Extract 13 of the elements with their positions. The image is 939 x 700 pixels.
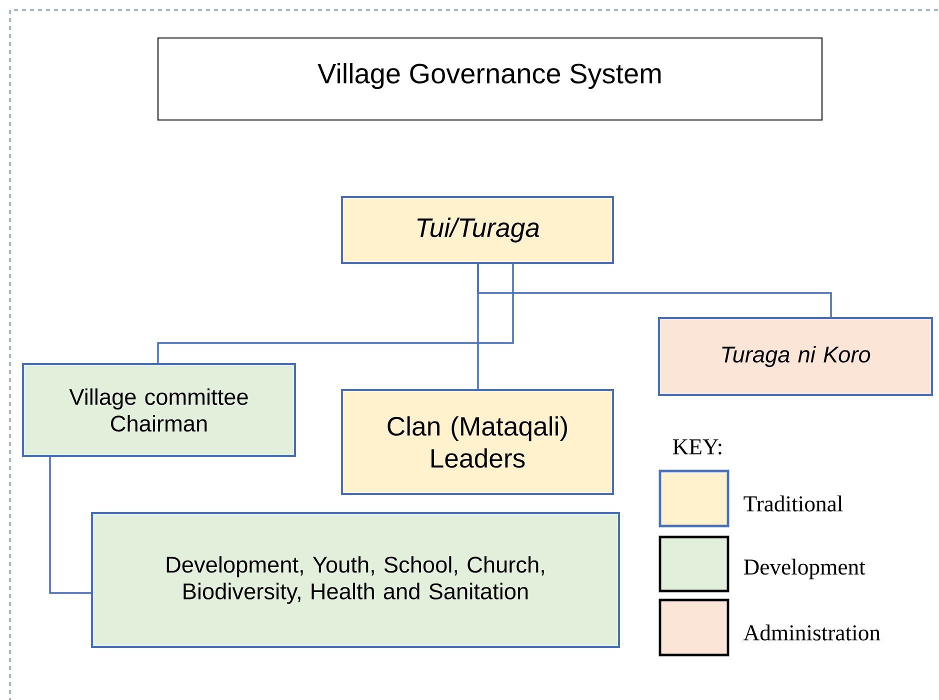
- connector-line: [477, 264, 479, 389]
- legend-label: Administration: [744, 624, 880, 640]
- box: Clan (Mataqali) Leaders: [341, 389, 614, 495]
- legend-label: Traditional: [744, 496, 843, 512]
- connector-line: [49, 457, 91, 594]
- box: Turaga ni Koro: [658, 317, 933, 396]
- legend-label: Development: [744, 558, 866, 580]
- box: Development, Youth, School, Church, Biodiversity, Health and Sanitation: [91, 512, 620, 648]
- box: Tui/Turaga: [341, 196, 614, 264]
- key-heading: KEY:: [672, 439, 722, 455]
- title-box: Village Governance System: [157, 37, 823, 121]
- connector-line: [157, 264, 514, 363]
- box: Village committee Chairman: [22, 363, 296, 457]
